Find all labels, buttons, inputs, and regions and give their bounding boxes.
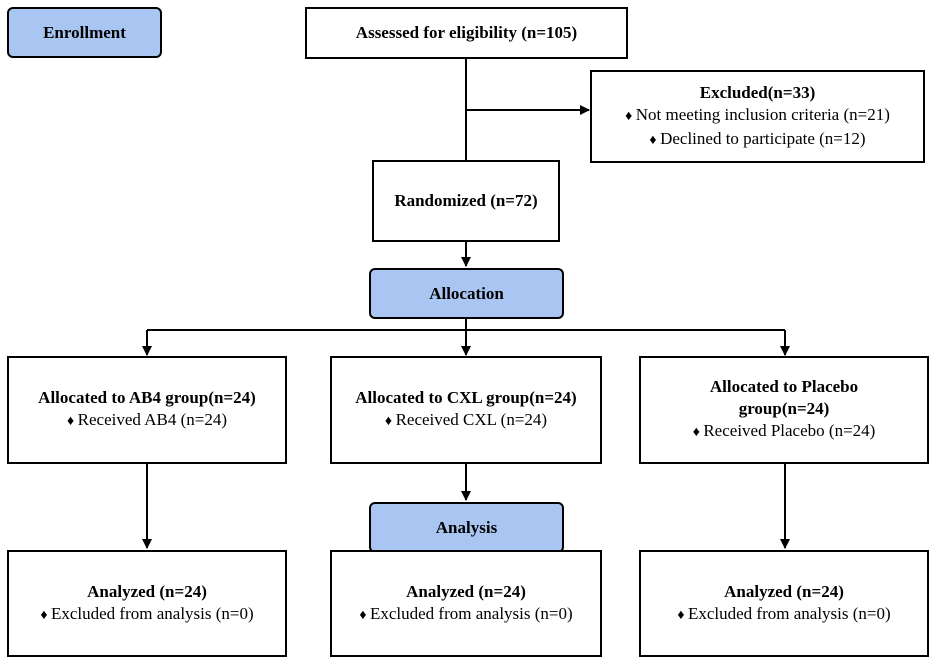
- analyzed-placebo-title: Analyzed (n=24): [724, 581, 844, 601]
- excluded-title: Excluded(n=33): [699, 82, 816, 102]
- analyzed-cxl-title: Analyzed (n=24): [406, 581, 526, 601]
- group-placebo-title: Allocated to Placebo group(n=24): [709, 377, 859, 418]
- group-cxl-title: Allocated to CXL group(n=24): [355, 388, 577, 407]
- excluded-item-declined: Declined to participate (n=12): [649, 128, 865, 152]
- allocation-text: Allocation: [429, 283, 504, 303]
- enrollment-label: Enrollment: [7, 7, 162, 58]
- analyzed-ab4-excluded: Excluded from analysis (n=0): [40, 603, 254, 627]
- analysis-label: Analysis: [369, 502, 564, 553]
- analyzed-ab4-title: Analyzed (n=24): [87, 581, 207, 601]
- randomized-box: Randomized (n=72): [372, 160, 560, 242]
- group-ab4-box: Allocated to AB4 group(n=24) Received AB…: [7, 356, 287, 464]
- group-ab4-received: Received AB4 (n=24): [67, 409, 227, 433]
- randomized-text: Randomized (n=72): [394, 191, 538, 210]
- group-cxl-box: Allocated to CXL group(n=24) Received CX…: [330, 356, 602, 464]
- analyzed-placebo-box: Analyzed (n=24) Excluded from analysis (…: [639, 550, 929, 657]
- excluded-box: Excluded(n=33) Not meeting inclusion cri…: [590, 70, 925, 163]
- analysis-text: Analysis: [435, 517, 498, 537]
- analyzed-ab4-box: Analyzed (n=24) Excluded from analysis (…: [7, 550, 287, 657]
- assessed-text: Assessed for eligibility (n=105): [355, 23, 578, 42]
- analyzed-placebo-excluded: Excluded from analysis (n=0): [677, 603, 891, 627]
- group-placebo-received: Received Placebo (n=24): [693, 420, 875, 444]
- allocation-label: Allocation: [369, 268, 564, 319]
- analyzed-cxl-excluded: Excluded from analysis (n=0): [359, 603, 573, 627]
- excluded-item-criteria: Not meeting inclusion criteria (n=21): [625, 104, 890, 128]
- assessed-box: Assessed for eligibility (n=105): [305, 7, 628, 59]
- enrollment-text: Enrollment: [43, 22, 126, 42]
- group-ab4-title: Allocated to AB4 group(n=24): [38, 388, 256, 407]
- group-cxl-received: Received CXL (n=24): [385, 409, 548, 433]
- analyzed-cxl-box: Analyzed (n=24) Excluded from analysis (…: [330, 550, 602, 657]
- group-placebo-box: Allocated to Placebo group(n=24) Receive…: [639, 356, 929, 464]
